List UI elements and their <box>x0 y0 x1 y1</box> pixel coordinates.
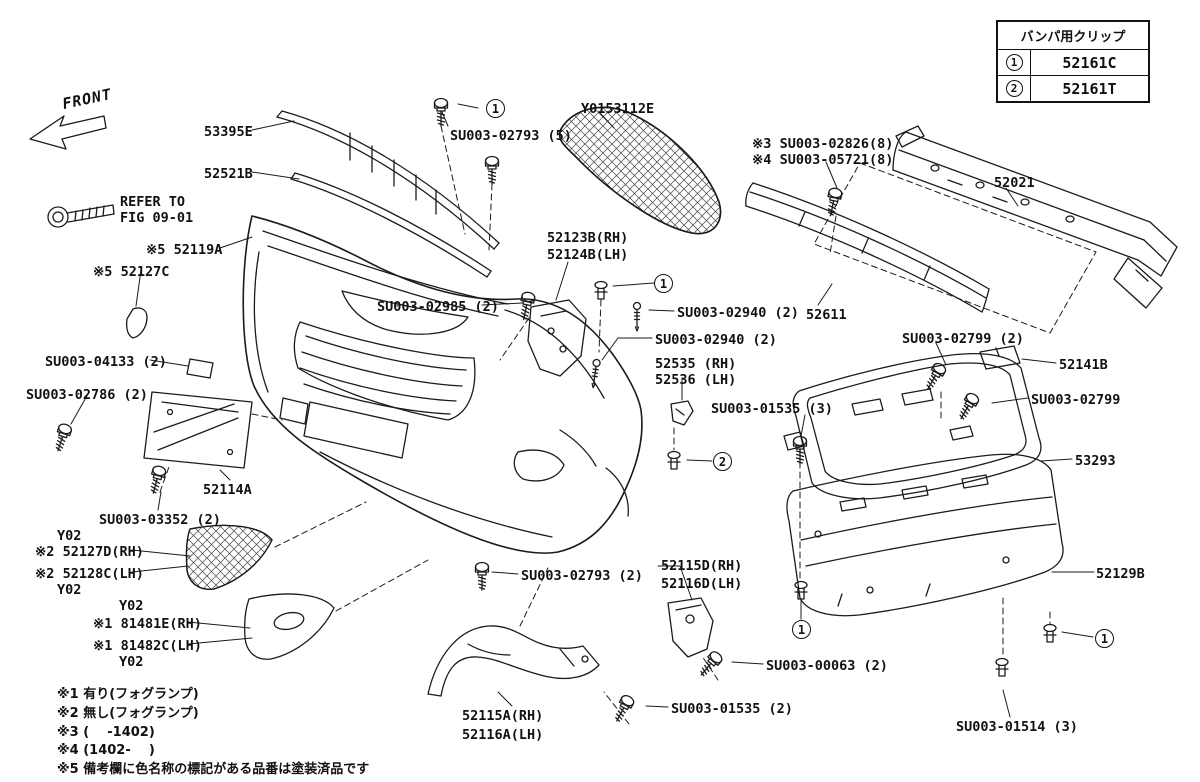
refer-note-line1: REFER TO <box>120 194 186 210</box>
callout-2-icon: 2 <box>713 452 732 471</box>
fastener-label-su003-01535-3: SU003-01535 (3) <box>711 401 833 417</box>
callout-1-icon: 1 <box>1005 54 1023 71</box>
clip-icon <box>794 580 808 600</box>
clip-icon <box>594 280 608 300</box>
screw-pin-icon <box>588 358 602 389</box>
refer-note-line2: FIG 09-01 <box>120 210 194 226</box>
screw-pin-icon <box>632 301 642 332</box>
part-label-52114a: 52114A <box>203 482 252 498</box>
bolt-icon <box>954 390 982 423</box>
fastener-label-su003-01514: SU003-01514 (3) <box>956 719 1078 735</box>
fastener-label-su003-02799: SU003-02799 <box>1031 392 1121 408</box>
part-label-53395e: 53395E <box>204 124 253 140</box>
part-label-52127c: ※5 52127C <box>93 264 170 280</box>
fastener-label-su003-04133: SU003-04133 (2) <box>45 354 167 370</box>
callout-1-icon: 1 <box>654 274 673 293</box>
table-row: 2 52161T <box>998 75 1148 101</box>
part-label-81481e: ※1 81481E(RH) <box>93 616 202 632</box>
radiator-grille-mesh-drawing <box>558 106 722 235</box>
bracket-52115a-drawing <box>427 625 600 697</box>
energy-absorber-drawing <box>745 182 990 313</box>
fastener-label-su003-02985: SU003-02985 (2) <box>377 299 499 315</box>
tow-hook-drawing <box>47 204 115 228</box>
leader-lines <box>70 103 1095 718</box>
part-label-52119a: ※5 52119A <box>146 242 223 258</box>
footnote-4: ※4 (1402- ) <box>57 743 155 758</box>
reinforcement-bar-drawing <box>892 125 1178 309</box>
part-label-y02-c: Y02 <box>119 598 144 614</box>
part-label-81482c: ※1 81482C(LH) <box>93 638 202 654</box>
fastener-label-su003-02793-2: SU003-02793 (2) <box>521 568 643 584</box>
clip-icon <box>1043 623 1057 643</box>
fastener-label-su003-05721: ※4 SU003-05721(8) <box>752 152 894 168</box>
part-label-53293: 53293 <box>1075 453 1116 469</box>
footnote-1: ※1 有り(フォグランプ) <box>57 687 199 702</box>
part-label-y0153112e: Y0153112E <box>581 101 655 117</box>
screw-icon <box>695 649 725 680</box>
fastener-label-su003-02799-2: SU003-02799 (2) <box>902 331 1024 347</box>
part-label-52129b: 52129B <box>1096 566 1145 582</box>
part-label-52123b: 52123B(RH) <box>547 230 629 246</box>
part-label-52021: 52021 <box>994 175 1035 191</box>
front-direction-arrow-icon <box>29 115 107 150</box>
part-label-52535: 52535 (RH) <box>655 356 737 372</box>
fastener-label-su003-02793-5: SU003-02793 (5) <box>450 128 572 144</box>
callout-1-icon: 1 <box>486 99 505 118</box>
bolt-icon <box>484 155 500 185</box>
fastener-label-su003-02940-a: SU003-02940 (2) <box>677 305 799 321</box>
part-label-52611: 52611 <box>806 307 847 323</box>
bolt-icon <box>433 97 449 127</box>
callout-2-icon: 2 <box>1005 80 1023 97</box>
bolt-icon <box>474 561 490 591</box>
bolt-icon <box>610 692 637 725</box>
fog-lamp-cover-drawings <box>185 524 335 660</box>
footnote-5: ※5 備考欄に色名称の標記がある品番は塗装済品です <box>57 762 370 777</box>
callout-cell: 2 <box>998 76 1031 101</box>
clip-icon <box>995 657 1009 677</box>
lower-cover-drawing <box>786 453 1064 617</box>
footnote-3: ※3 ( -1402) <box>57 725 155 740</box>
bracket-52123-drawing <box>527 299 694 426</box>
part-label-52116d: 52116D(LH) <box>661 576 743 592</box>
fastener-label-su003-01535-2: SU003-01535 (2) <box>671 701 793 717</box>
bolt-icon <box>516 290 537 322</box>
part-label-52141b: 52141B <box>1059 357 1108 373</box>
part-label-y02-d: Y02 <box>119 654 144 670</box>
license-bracket-drawing <box>126 307 253 469</box>
upper-seal-panel-drawing <box>783 345 1042 500</box>
fastener-label-su003-00063: SU003-00063 (2) <box>766 658 888 674</box>
bolt-icon <box>51 421 74 454</box>
bracket-52115d-drawing <box>667 597 714 658</box>
footnote-2: ※2 無し(フォグランプ) <box>57 706 199 721</box>
part-label-52536: 52536 (LH) <box>655 372 737 388</box>
fastener-label-su003-02826: ※3 SU003-02826(8) <box>752 136 894 152</box>
part-label-52521b: 52521B <box>204 166 253 182</box>
callout-1-icon: 1 <box>792 620 811 639</box>
bolt-icon <box>146 464 168 496</box>
part-label-y02-b: Y02 <box>57 582 82 598</box>
clip-reference-table: バンパ用クリップ 1 52161C 2 52161T <box>996 20 1150 103</box>
part-number-cell: 52161C <box>1062 53 1117 72</box>
fastener-icons <box>51 97 1057 725</box>
fastener-label-su003-02786: SU003-02786 (2) <box>26 387 148 403</box>
callout-cell: 1 <box>998 50 1031 75</box>
part-number-cell: 52161T <box>1062 79 1117 98</box>
bumper-cover-drawing <box>242 215 643 554</box>
part-label-52115a: 52115A(RH) <box>462 708 544 724</box>
callout-1-icon: 1 <box>1095 629 1114 648</box>
part-label-52115d: 52115D(RH) <box>661 558 743 574</box>
fastener-label-su003-02940-b: SU003-02940 (2) <box>655 332 777 348</box>
table-row: 1 52161C <box>998 50 1148 75</box>
part-label-52127d: ※2 52127D(RH) <box>35 544 144 560</box>
part-label-y02-a: Y02 <box>57 528 82 544</box>
part-label-52116a: 52116A(LH) <box>462 727 544 743</box>
part-label-52128c: ※2 52128C(LH) <box>35 566 144 582</box>
clip-table-header: バンパ用クリップ <box>998 22 1148 50</box>
fastener-label-su003-03352: SU003-03352 (2) <box>99 512 221 528</box>
part-label-52124b: 52124B(LH) <box>547 247 629 263</box>
construction-lines <box>159 125 1097 725</box>
clip-icon <box>667 450 681 470</box>
